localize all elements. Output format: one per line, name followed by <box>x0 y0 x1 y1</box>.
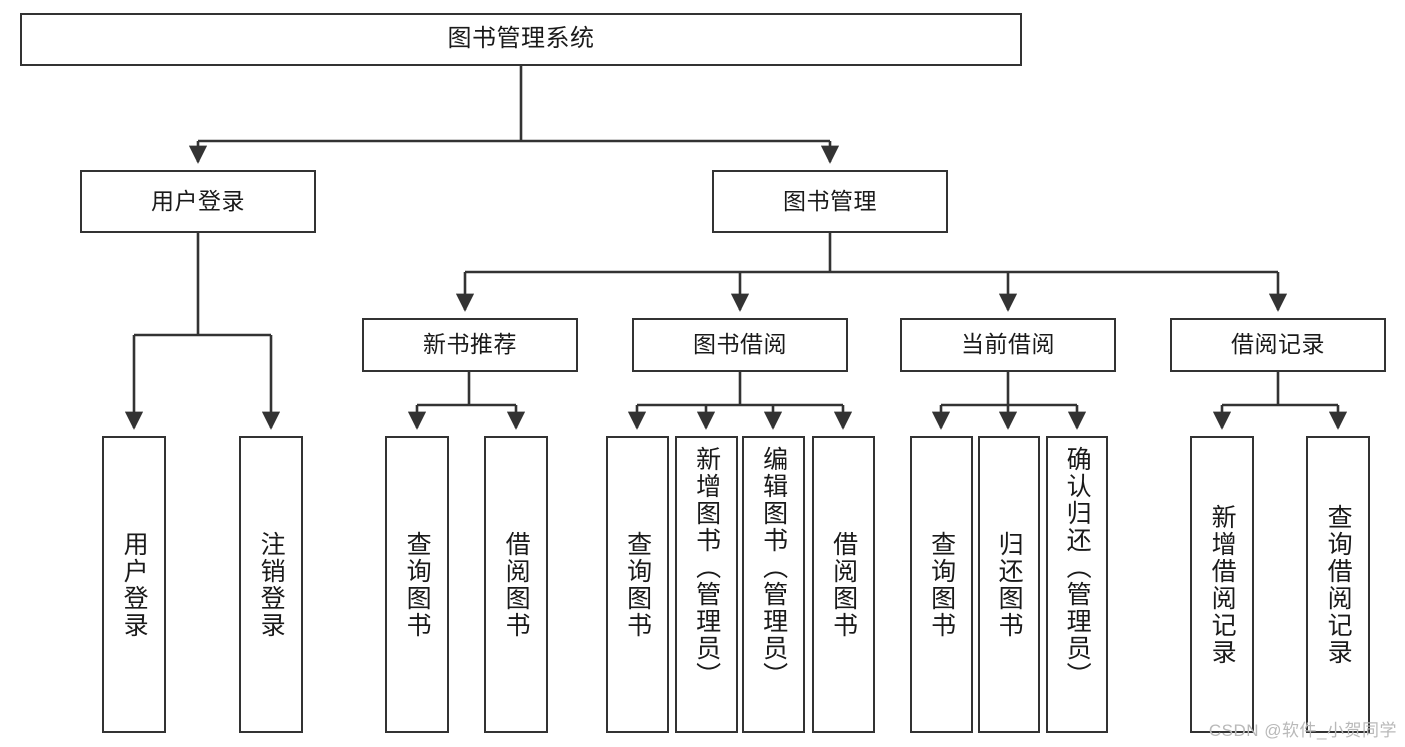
node-book-borrow[interactable]: 图书借阅 <box>632 318 848 372</box>
node-label: 当前借阅 <box>961 331 1055 358</box>
node-label: 查询图书 <box>403 530 432 639</box>
leaf-user-logout[interactable]: 注销登录 <box>239 436 303 733</box>
node-label: 查询图书 <box>927 530 956 639</box>
node-label: 新增图书（管理员） <box>692 446 721 689</box>
leaf-return-book[interactable]: 归还图书 <box>978 436 1040 733</box>
node-label: 查询借阅记录 <box>1324 503 1353 666</box>
node-book-management[interactable]: 图书管理 <box>712 170 948 233</box>
node-label: 确认归还（管理员） <box>1063 446 1092 689</box>
node-label: 图书管理系统 <box>447 25 595 53</box>
node-label: 借阅图书 <box>829 530 858 639</box>
leaf-add-book-admin[interactable]: 新增图书（管理员） <box>675 436 738 733</box>
node-root-system[interactable]: 图书管理系统 <box>20 13 1022 66</box>
leaf-query-book-current[interactable]: 查询图书 <box>910 436 973 733</box>
node-label: 用户登录 <box>120 530 149 639</box>
leaf-borrow-book-recommend[interactable]: 借阅图书 <box>484 436 548 733</box>
node-label: 查询图书 <box>623 530 652 639</box>
node-label: 借阅记录 <box>1231 331 1325 358</box>
node-label: 注销登录 <box>257 530 286 639</box>
node-label: 图书借阅 <box>693 331 787 358</box>
node-label: 用户登录 <box>151 187 245 214</box>
leaf-edit-book-admin[interactable]: 编辑图书（管理员） <box>742 436 805 733</box>
node-label: 新书推荐 <box>423 331 517 358</box>
node-user-login[interactable]: 用户登录 <box>80 170 316 233</box>
node-label: 图书管理 <box>783 187 877 214</box>
leaf-user-login[interactable]: 用户登录 <box>102 436 166 733</box>
node-label: 新增借阅记录 <box>1208 503 1237 666</box>
node-current-borrow[interactable]: 当前借阅 <box>900 318 1116 372</box>
watermark-text: CSDN @软件_小贺同学 <box>1208 721 1397 740</box>
leaf-borrow-book[interactable]: 借阅图书 <box>812 436 875 733</box>
node-borrow-record[interactable]: 借阅记录 <box>1170 318 1386 372</box>
leaf-query-book-recommend[interactable]: 查询图书 <box>385 436 449 733</box>
node-label: 归还图书 <box>995 530 1024 639</box>
leaf-query-borrow-record[interactable]: 查询借阅记录 <box>1306 436 1370 733</box>
node-label: 借阅图书 <box>502 530 531 639</box>
leaf-query-book-borrow[interactable]: 查询图书 <box>606 436 669 733</box>
leaf-confirm-return-admin[interactable]: 确认归还（管理员） <box>1046 436 1108 733</box>
leaf-add-borrow-record[interactable]: 新增借阅记录 <box>1190 436 1254 733</box>
node-new-book-recommend[interactable]: 新书推荐 <box>362 318 578 372</box>
node-label: 编辑图书（管理员） <box>759 446 788 689</box>
